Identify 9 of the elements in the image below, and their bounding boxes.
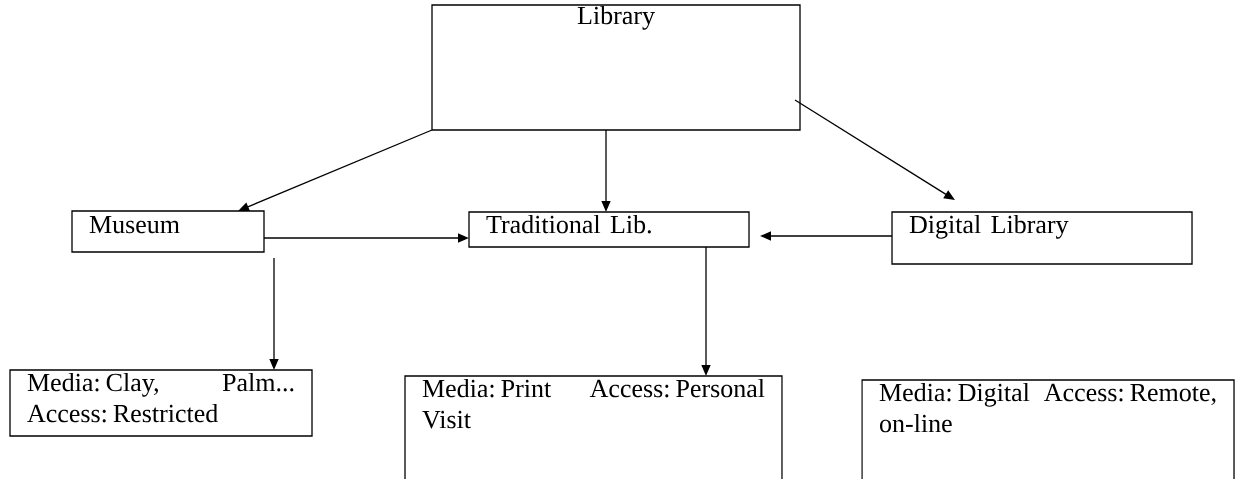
text-box: Library: [431, 4, 801, 131]
text-box: Media: Clay, Palm... Access: Restricted: [9, 369, 313, 437]
text-box: Media: Print Access: Personal Visit: [404, 375, 783, 479]
text-box: Media: Digital Access: Remote, on-line: [861, 379, 1235, 479]
arrow: [794, 99, 955, 200]
arrow: [238, 129, 433, 212]
text-box: Museum: [71, 210, 265, 253]
text-box: Digital Library: [891, 211, 1193, 265]
text-box: Traditional Lib.: [468, 211, 750, 248]
